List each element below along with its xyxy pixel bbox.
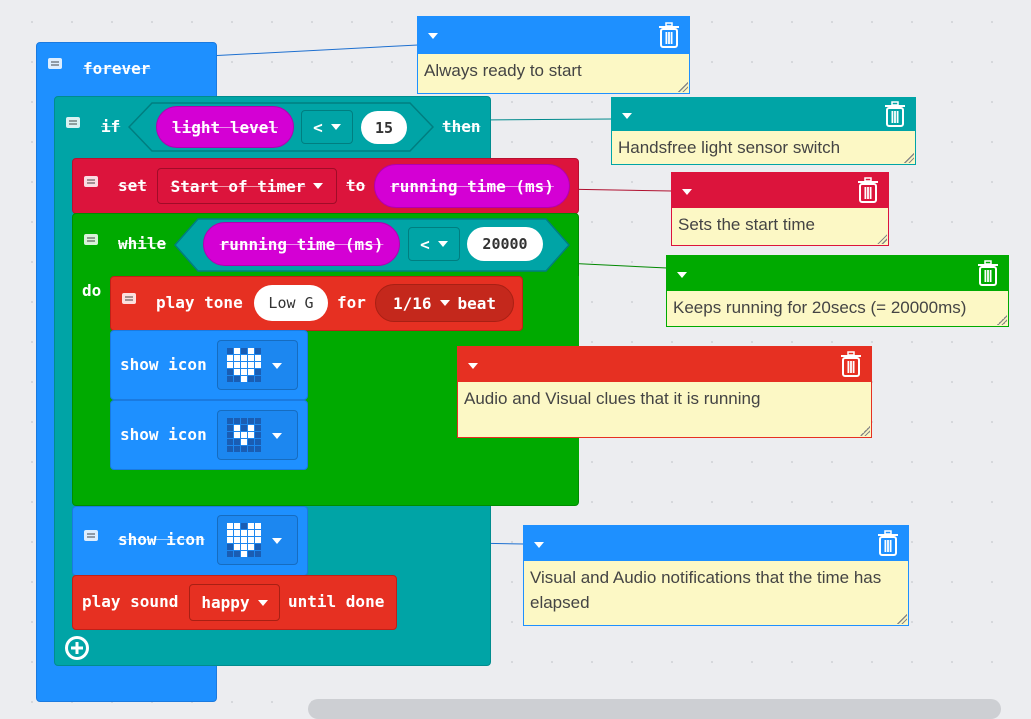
icon-dropdown[interactable]	[217, 340, 298, 390]
chevron-down-icon	[272, 363, 282, 369]
comment-icon[interactable]	[84, 176, 98, 187]
sound-dropdown[interactable]: happy	[189, 584, 280, 621]
play-sound-label: play sound	[82, 592, 179, 611]
collapse-icon[interactable]	[468, 363, 478, 369]
comment-note[interactable]: Audio and Visual clues that it is runnin…	[457, 346, 872, 438]
note-input[interactable]: Low G	[254, 285, 328, 321]
plus-circle-icon[interactable]	[63, 634, 91, 662]
collapse-icon[interactable]	[534, 542, 544, 548]
collapse-icon[interactable]	[677, 272, 687, 278]
comment-note[interactable]: Keeps running for 20secs (= 20000ms)	[666, 255, 1009, 327]
play-tone-label: play tone	[156, 293, 243, 312]
comment-note[interactable]: Always ready to start	[417, 16, 690, 94]
comment-icon[interactable]	[84, 234, 98, 245]
trash-icon[interactable]	[840, 351, 862, 377]
show-icon-block[interactable]	[72, 506, 308, 576]
for-label: for	[337, 293, 366, 312]
do-label: do	[82, 281, 102, 300]
running-time-block[interactable]: running time (ms)	[203, 222, 400, 266]
collapse-icon[interactable]	[682, 189, 692, 195]
duration-value: 1/16	[392, 293, 432, 313]
variable-dropdown[interactable]: Start of timer	[157, 168, 337, 204]
comment-text[interactable]: Audio and Visual clues that it is runnin…	[457, 382, 872, 438]
chevron-down-icon	[313, 183, 324, 189]
comment-text[interactable]: Visual and Audio notifications that the …	[523, 561, 909, 626]
variable-name: Start of timer	[170, 176, 306, 196]
heart-icon	[227, 523, 261, 557]
trash-icon[interactable]	[658, 22, 680, 48]
until-done-label: until done	[288, 592, 385, 611]
trash-icon[interactable]	[884, 101, 906, 127]
while-value-input[interactable]: 20000	[467, 227, 543, 261]
horizontal-scrollbar[interactable]	[308, 699, 1001, 719]
light-level-block[interactable]: light level	[156, 106, 294, 148]
trash-icon[interactable]	[877, 530, 899, 556]
beat-dropdown[interactable]: 1/16 beat	[375, 284, 514, 322]
resize-handle[interactable]	[678, 82, 688, 92]
comment-note[interactable]: Sets the start time	[671, 172, 889, 246]
chevron-down-icon	[437, 241, 448, 247]
comment-icon[interactable]	[48, 58, 62, 69]
trash-icon[interactable]	[857, 177, 879, 203]
to-label: to	[346, 176, 366, 195]
resize-handle[interactable]	[860, 426, 870, 436]
if-label: if	[101, 117, 121, 136]
while-operator-value: <	[420, 234, 430, 254]
trash-icon[interactable]	[977, 260, 999, 286]
icon-dropdown[interactable]	[217, 410, 298, 460]
running-time-block[interactable]: running time (ms)	[374, 164, 570, 208]
collapse-icon[interactable]	[428, 33, 438, 39]
show-icon-label: show icon	[120, 425, 207, 444]
resize-handle[interactable]	[897, 614, 907, 624]
comment-icon[interactable]	[84, 530, 98, 541]
chevron-down-icon	[330, 124, 341, 130]
if-operator-value: <	[313, 117, 323, 137]
resize-handle[interactable]	[997, 315, 1007, 325]
chevron-down-icon	[257, 599, 268, 606]
resize-handle[interactable]	[877, 234, 887, 244]
comment-text[interactable]: Handsfree light sensor switch	[611, 131, 916, 165]
beat-label: beat	[457, 293, 497, 313]
small-diamond-icon	[227, 418, 261, 452]
chevron-down-icon	[439, 300, 450, 306]
resize-handle[interactable]	[904, 153, 914, 163]
comment-note[interactable]: Handsfree light sensor switch	[611, 97, 916, 165]
comment-text[interactable]: Sets the start time	[671, 208, 889, 246]
sound-value: happy	[201, 593, 250, 612]
comment-icon[interactable]	[66, 117, 80, 128]
comment-icon[interactable]	[122, 293, 136, 304]
while-label: while	[118, 234, 167, 253]
if-operator-dropdown[interactable]: <	[301, 110, 353, 144]
while-operator-dropdown[interactable]: <	[408, 227, 460, 261]
if-value-input[interactable]: 15	[361, 111, 407, 144]
comment-text[interactable]: Keeps running for 20secs (= 20000ms)	[666, 291, 1009, 327]
set-label: set	[118, 176, 147, 195]
chevron-down-icon	[272, 538, 282, 544]
show-icon-label: show icon	[118, 530, 205, 549]
comment-text[interactable]: Always ready to start	[417, 54, 690, 94]
then-label: then	[442, 117, 481, 136]
collapse-icon[interactable]	[622, 113, 632, 119]
icon-dropdown[interactable]	[217, 515, 298, 565]
chevron-down-icon	[272, 433, 282, 439]
forever-label: forever	[83, 59, 151, 78]
show-icon-label: show icon	[120, 355, 207, 374]
small-heart-icon	[227, 348, 261, 382]
comment-note[interactable]: Visual and Audio notifications that the …	[523, 525, 909, 626]
